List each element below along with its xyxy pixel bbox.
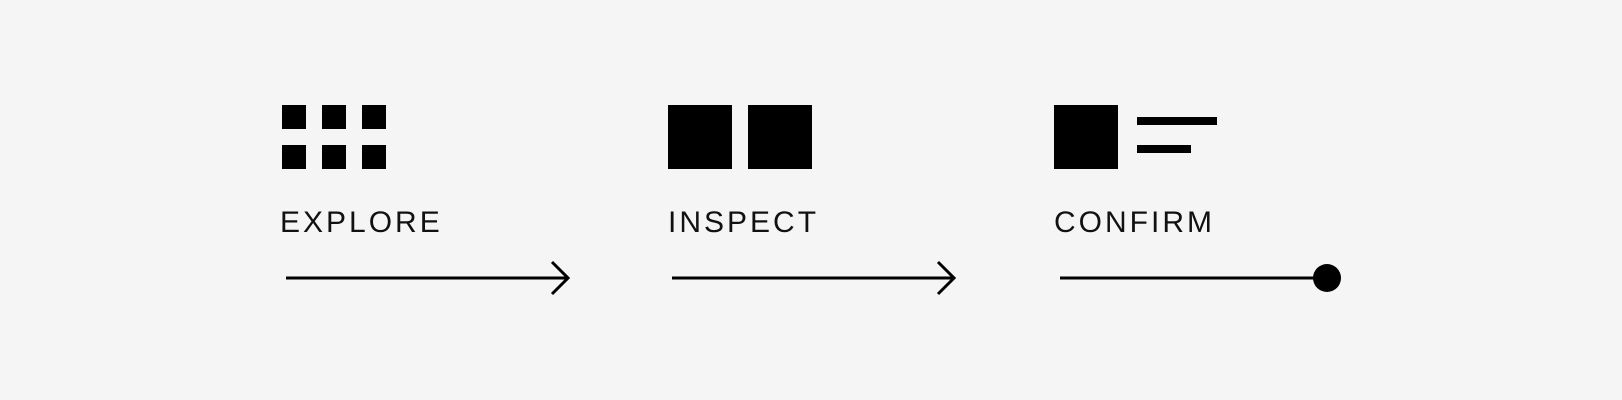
arrow-right-icon [286,260,571,296]
step-label-explore: EXPLORE [280,206,443,239]
step-label-inspect: INSPECT [668,206,820,239]
arrow-right-icon [672,260,957,296]
line-end-dot-icon [1060,264,1341,292]
step-label-confirm: CONFIRM [1054,206,1215,239]
